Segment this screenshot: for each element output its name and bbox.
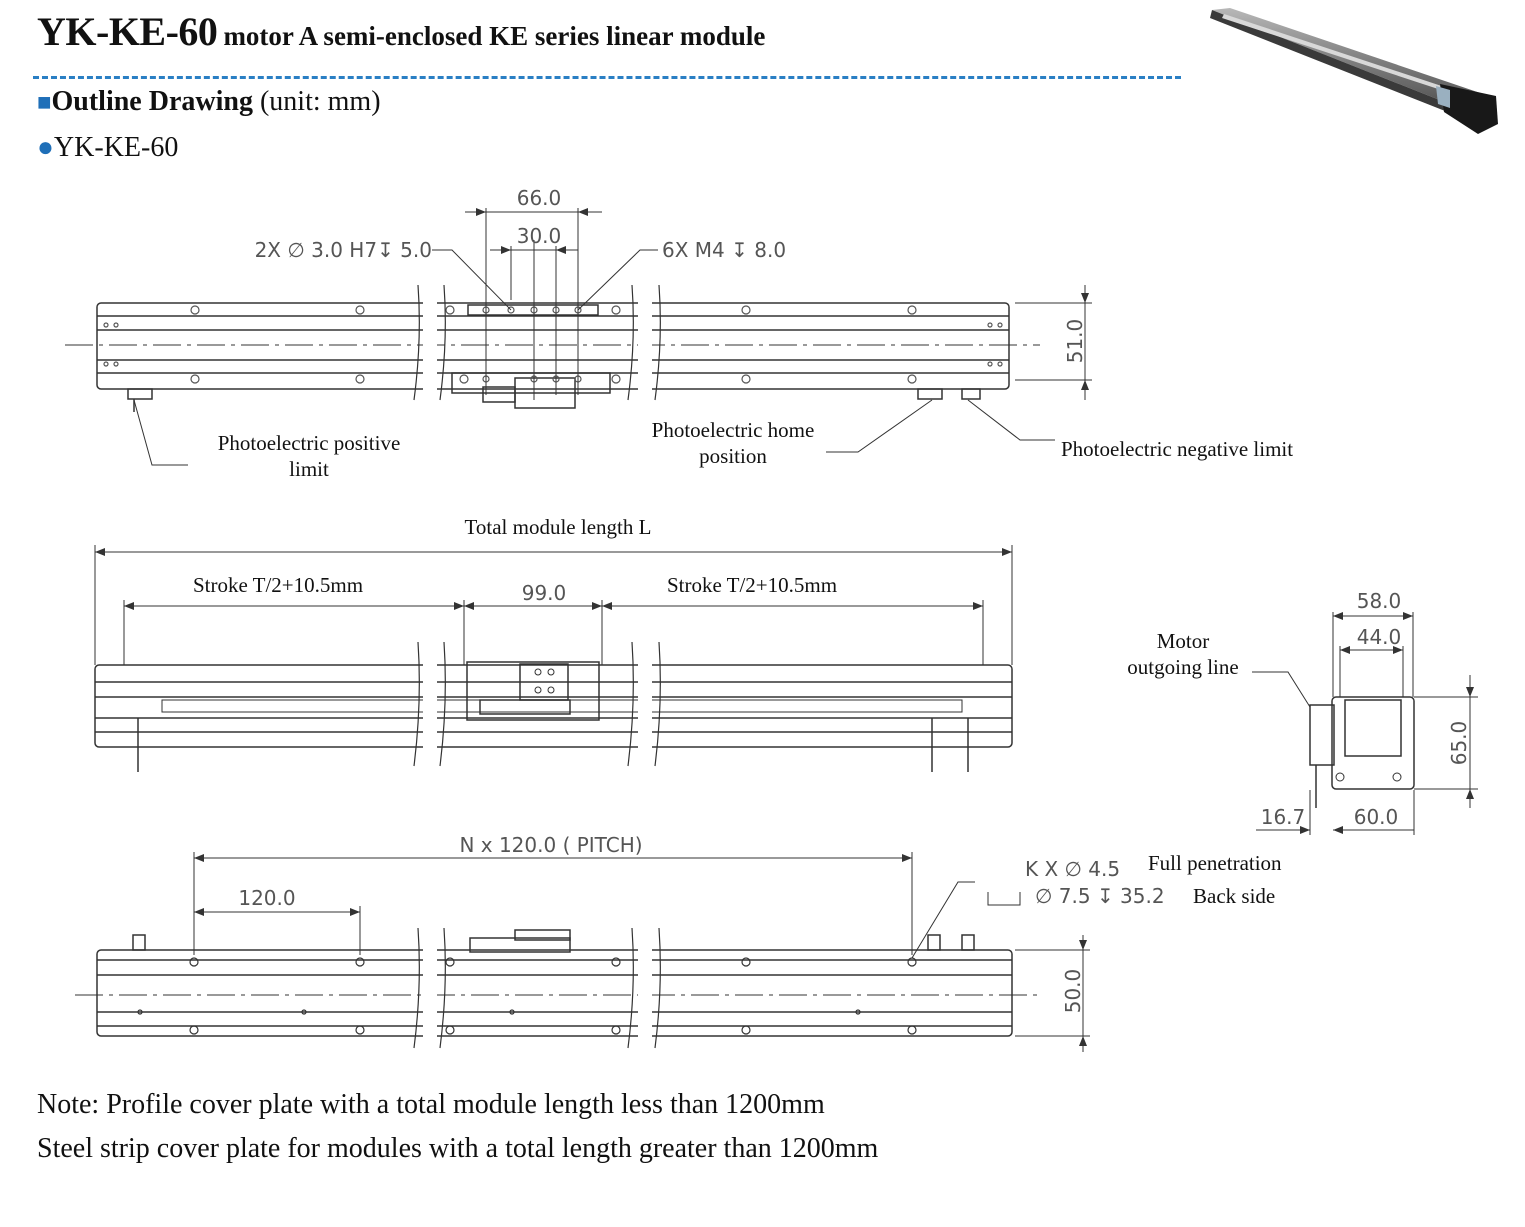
counterbore-spec: ∅ 7.5 ↧ 35.2 bbox=[1035, 884, 1165, 908]
dim-44: 44.0 bbox=[1357, 625, 1402, 649]
stroke-right-label: Stroke T/2+10.5mm bbox=[667, 573, 837, 597]
dim-66: 66.0 bbox=[517, 186, 562, 210]
model-subheading: ●YK-KE-60 bbox=[37, 132, 178, 164]
dim-99: 99.0 bbox=[522, 581, 567, 605]
model-label: YK-KE-60 bbox=[53, 132, 179, 163]
home-position-label-line2: position bbox=[699, 444, 767, 468]
notes: Note: Profile cover plate with a total m… bbox=[37, 1083, 878, 1171]
dim-50: 50.0 bbox=[1061, 969, 1085, 1014]
title-divider bbox=[33, 76, 1181, 79]
counterbore-note: Back side bbox=[1193, 884, 1275, 908]
note-line-2: Steel strip cover plate for modules with… bbox=[37, 1133, 879, 1164]
dim-60: 60.0 bbox=[1354, 805, 1399, 829]
section-title: Outline Drawing bbox=[51, 86, 253, 117]
home-position-label-line1: Photoelectric home bbox=[652, 418, 815, 442]
model-name: YK-KE-60 bbox=[37, 9, 218, 54]
side-view bbox=[94, 545, 1013, 772]
pin-hole-spec: 2X ∅ 3.0 H7↧ 5.0 bbox=[255, 238, 432, 262]
dim-30: 30.0 bbox=[517, 224, 562, 248]
dim-51: 51.0 bbox=[1063, 319, 1087, 364]
motor-line-label-line2: outgoing line bbox=[1127, 655, 1238, 679]
top-view bbox=[65, 208, 1092, 466]
bottom-view bbox=[75, 852, 1090, 1052]
positive-limit-label-line2: limit bbox=[289, 457, 329, 481]
rail-side bbox=[1210, 10, 1480, 124]
motor-connector bbox=[1436, 86, 1450, 108]
through-hole-note: Full penetration bbox=[1148, 851, 1282, 875]
dimension-arrows bbox=[95, 208, 1474, 1046]
pitch-dimension: N x 120.0 ( PITCH) bbox=[459, 833, 642, 857]
total-length-label: Total module length L bbox=[465, 515, 652, 539]
square-bullet-icon: ■ bbox=[37, 90, 52, 116]
dim-16-7: 16.7 bbox=[1261, 805, 1306, 829]
through-hole-spec: K X ∅ 4.5 bbox=[1025, 857, 1120, 881]
model-subtitle: motor A semi-enclosed KE series linear m… bbox=[223, 21, 766, 51]
end-view bbox=[1252, 612, 1478, 835]
motor-line-label-line1: Motor bbox=[1157, 629, 1210, 653]
tapped-hole-spec: 6X M4 ↧ 8.0 bbox=[662, 238, 786, 262]
negative-limit-label: Photoelectric negative limit bbox=[1061, 437, 1293, 461]
section-unit: (unit: mm) bbox=[259, 86, 381, 117]
positive-limit-label-line1: Photoelectric positive bbox=[218, 431, 401, 455]
dim-65: 65.0 bbox=[1447, 721, 1471, 766]
dim-58: 58.0 bbox=[1357, 589, 1402, 613]
stroke-left-label: Stroke T/2+10.5mm bbox=[193, 573, 363, 597]
rail-highlight bbox=[1222, 14, 1490, 106]
round-bullet-icon: ● bbox=[37, 132, 54, 163]
product-photo bbox=[1210, 8, 1498, 134]
section-heading: ■Outline Drawing (unit: mm) bbox=[37, 86, 381, 118]
note-line-1: Note: Profile cover plate with a total m… bbox=[37, 1089, 825, 1120]
dim-120: 120.0 bbox=[238, 886, 295, 910]
motor-block bbox=[1440, 84, 1498, 134]
